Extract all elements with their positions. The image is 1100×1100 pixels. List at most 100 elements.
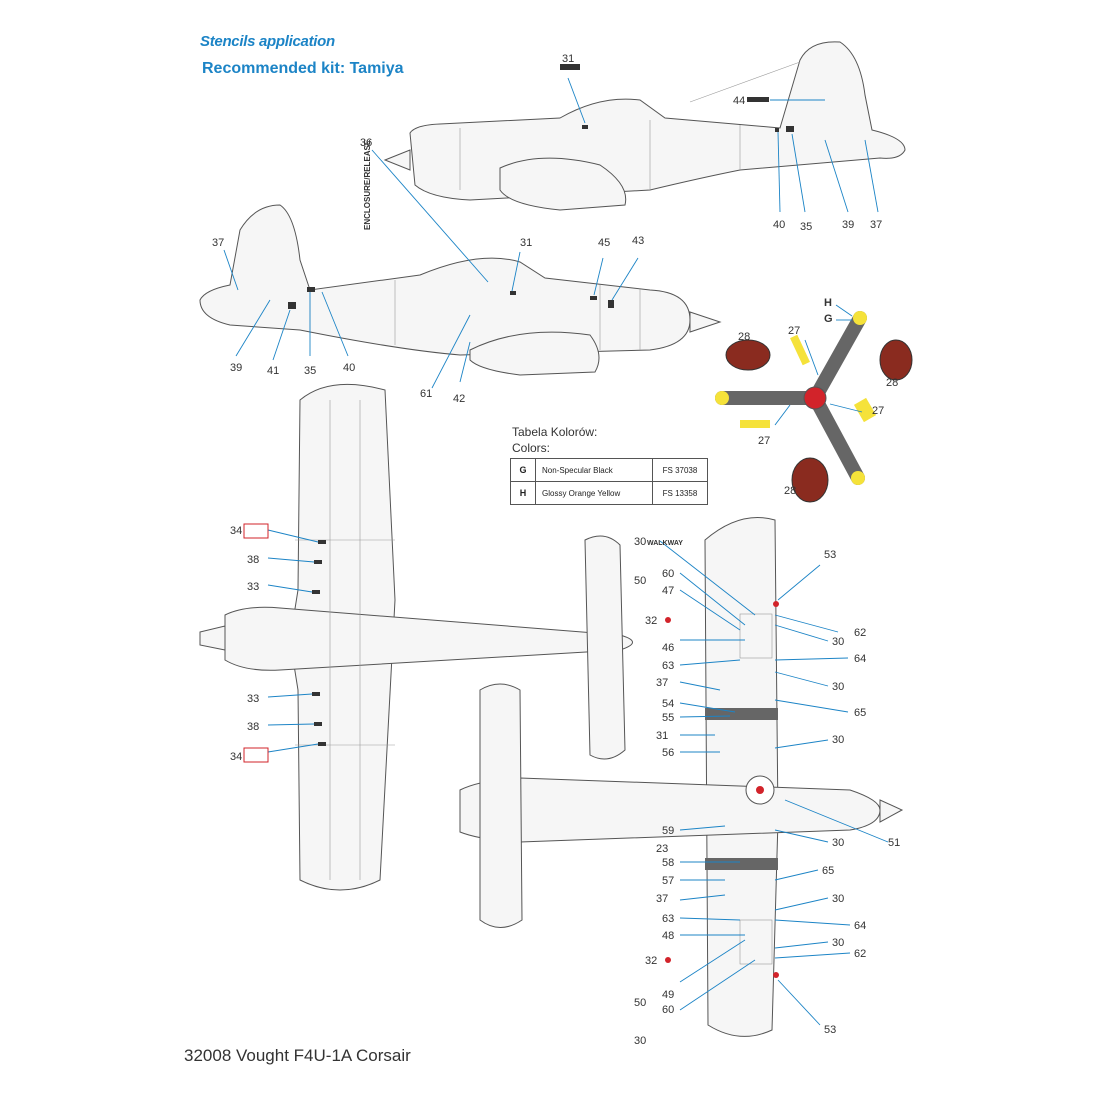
decal-45 (590, 296, 597, 300)
color-code: H (510, 481, 536, 505)
ventral-insignia-dot (756, 786, 764, 794)
callout-35: 35 (304, 365, 316, 377)
decal-44-label (747, 97, 769, 102)
callout-40: 40 (343, 362, 355, 374)
footer-caption: 32008 Vought F4U-1A Corsair (184, 1046, 411, 1065)
callout-43: 43 (632, 235, 644, 247)
callout-34: 34 (230, 525, 242, 537)
callout-45: 45 (598, 237, 610, 249)
callout-33: 33 (247, 693, 259, 705)
callout-50: 50 (634, 575, 646, 587)
callout-30: 30 (832, 893, 844, 905)
callout-53: 53 (824, 1024, 836, 1036)
callout-33: 33 (247, 581, 259, 593)
callout-30: 30 (832, 837, 844, 849)
prop-decal-27 (740, 420, 770, 428)
callout-38: 38 (247, 721, 259, 733)
prop-decal-28 (791, 457, 829, 503)
callout-44: 44 (733, 95, 745, 107)
spinner-bottom (689, 311, 722, 333)
decal-38 (314, 560, 322, 564)
prop-tip-2 (715, 391, 729, 405)
callout-59: 59 (662, 825, 674, 837)
decal-38 (314, 722, 322, 726)
wing-planform-bottom (704, 517, 779, 1037)
prop-callout-28: 28 (886, 377, 898, 389)
callout-37: 37 (656, 677, 668, 689)
decal-33 (312, 692, 320, 696)
colors-table: G Non-Specular Black FS 37038 H Glossy O… (510, 458, 708, 505)
fuselage-side-bottom (199, 204, 691, 356)
dark-band-58 (705, 858, 778, 870)
colors-row: G Non-Specular Black FS 37038 (510, 458, 708, 482)
callout-46: 46 (662, 642, 674, 654)
callout-37: 37 (212, 237, 224, 249)
plan-view-bottom: 30 WALKWAY 60 50 47 32 46 63 37 54 55 31… (459, 517, 904, 1047)
callout-48: 48 (662, 930, 674, 942)
callout-60: 60 (662, 568, 674, 580)
callout-39: 39 (230, 362, 242, 374)
callout-39: 39 (842, 219, 854, 231)
callout-65: 65 (854, 707, 866, 719)
prop-tip-3 (851, 471, 865, 485)
callout-65: 65 (822, 865, 834, 877)
decal-31-label (560, 64, 580, 70)
prop-callout-G: G (824, 313, 833, 325)
tailplane-plan-top (584, 535, 626, 760)
callout-55: 55 (662, 712, 674, 724)
plan-view-top: 34 38 33 33 38 34 (199, 383, 633, 891)
prop-hub (803, 386, 827, 410)
color-name: Glossy Orange Yellow (535, 481, 653, 505)
callout-56: 56 (662, 747, 674, 759)
colors-heading-en: Colors: (512, 441, 551, 455)
callout-30: 30 (634, 536, 646, 548)
decal-32 (665, 617, 671, 623)
decal-31-top (582, 125, 588, 129)
wing-side-bottom (469, 331, 600, 376)
callout-51: 51 (888, 837, 900, 849)
tailplane-plan-bottom (479, 683, 523, 928)
side-view-top: 31 44 40 35 39 37 (383, 41, 906, 233)
spinner-top (383, 149, 411, 171)
prop-decal-28 (725, 339, 771, 371)
callout-31: 31 (562, 53, 574, 65)
callout-57: 57 (662, 875, 674, 887)
prop-blade-3 (808, 391, 865, 485)
callout-23: 23 (656, 843, 668, 855)
danger-decal-34 (243, 747, 269, 763)
panel-box-48 (739, 919, 773, 965)
callout-37: 37 (656, 893, 668, 905)
callout-49: 49 (662, 989, 674, 1001)
prop-decal-27 (853, 397, 877, 423)
panel-box-46 (739, 613, 773, 659)
fuselage-side-top (409, 41, 906, 201)
decal-43 (608, 300, 614, 308)
callout-31: 31 (520, 237, 532, 249)
walkway-label: WALKWAY (647, 540, 683, 547)
callout-47: 47 (662, 585, 674, 597)
callout-63: 63 (662, 660, 674, 672)
callout-32: 32 (645, 955, 657, 967)
decal-34 (318, 742, 326, 746)
callout-30: 30 (832, 636, 844, 648)
callout-58: 58 (662, 857, 674, 869)
prop-callout-28: 28 (738, 331, 750, 343)
prop-tip-1 (853, 311, 867, 325)
callout-35: 35 (800, 221, 812, 233)
callout-62: 62 (854, 948, 866, 960)
color-name: Non-Specular Black (535, 458, 653, 482)
page-subtitle: Recommended kit: Tamiya (202, 60, 404, 77)
propeller-group: 28 27 H G 28 27 27 28 (715, 297, 913, 503)
prop-callout-28: 28 (784, 485, 796, 497)
color-code: G (510, 458, 536, 482)
decal-34 (318, 540, 326, 544)
callout-61: 61 (420, 388, 432, 400)
callout-40: 40 (773, 219, 785, 231)
callout-63: 63 (662, 913, 674, 925)
decal-53 (773, 601, 779, 607)
prop-blade-1 (808, 311, 867, 405)
colors-row: H Glossy Orange Yellow FS 13358 (510, 481, 708, 505)
prop-decal-28 (879, 339, 913, 381)
decal-53 (773, 972, 779, 978)
